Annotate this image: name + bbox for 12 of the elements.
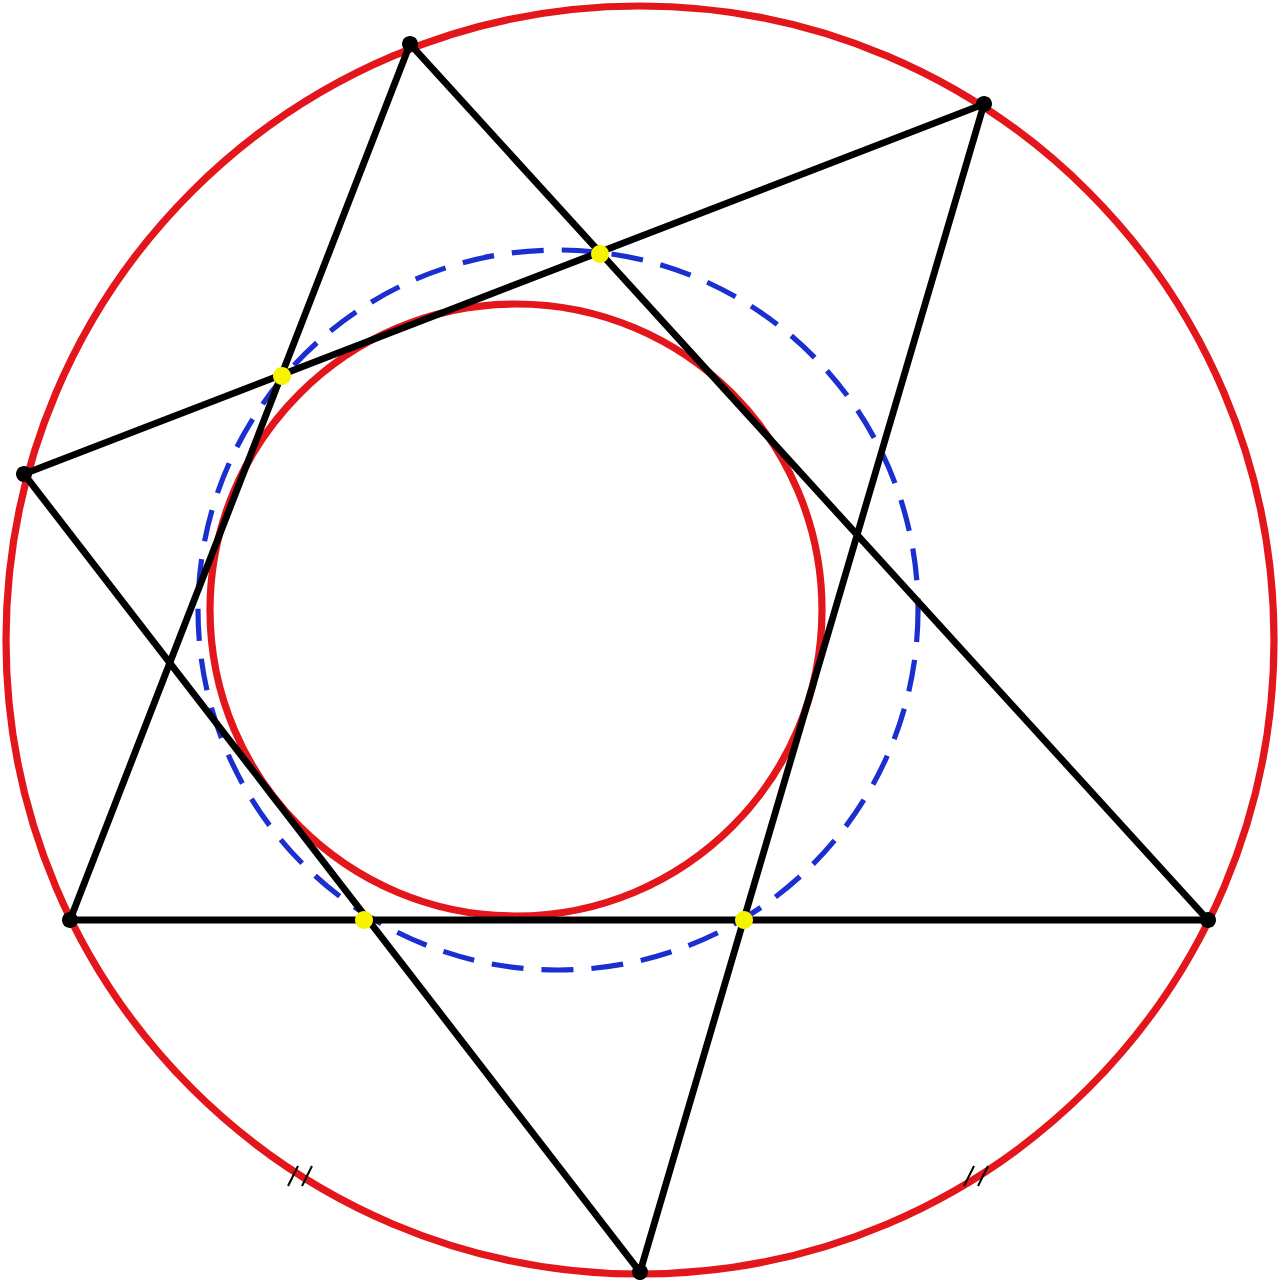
vertex-point (632, 1264, 648, 1280)
vertex-point (62, 912, 78, 928)
vertex-point (1200, 912, 1216, 928)
line-segment (409, 43, 1209, 921)
vertex-point (976, 96, 992, 112)
line-segment (22, 473, 642, 1273)
line-segment (72, 916, 1206, 924)
line-segment (637, 105, 987, 1271)
line-segment (25, 101, 983, 477)
line-segment (67, 45, 413, 919)
vertex-point (16, 466, 32, 482)
vertex-point (402, 36, 418, 52)
